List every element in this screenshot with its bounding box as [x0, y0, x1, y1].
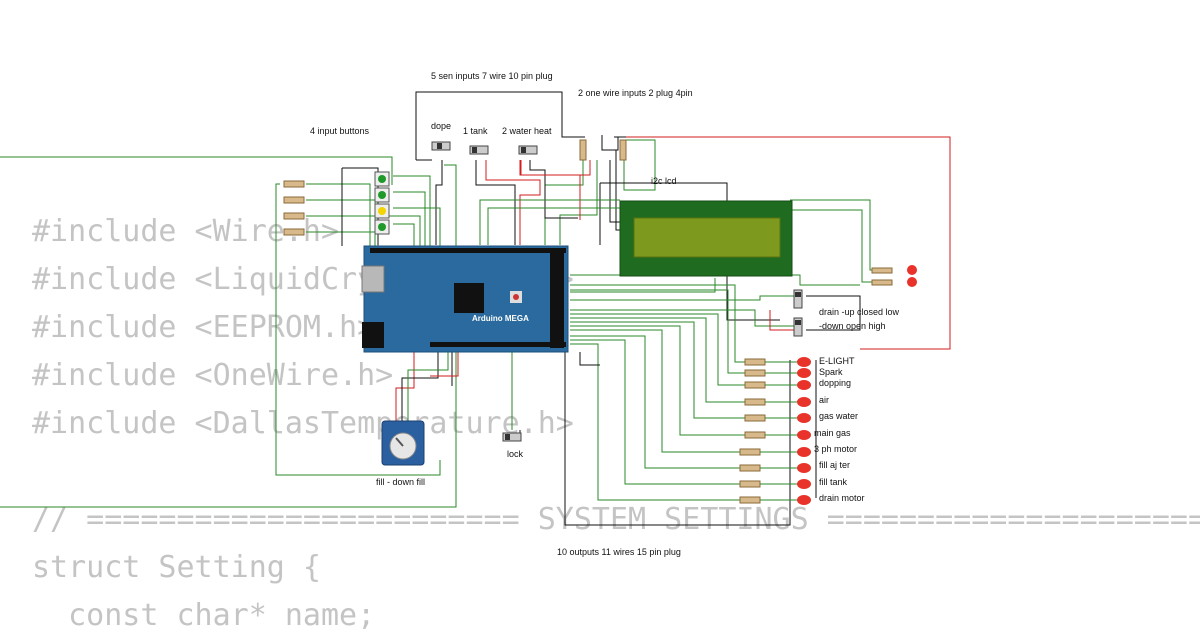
output-resistor [739, 448, 761, 456]
output-parts [739, 357, 811, 505]
code-line-3: #include <EEPROM.h> [32, 310, 376, 345]
code-line-4: #include <OneWire.h> [32, 358, 394, 393]
output-resistor [744, 414, 766, 422]
potentiometer [381, 420, 425, 466]
fill-down-label: fill - down fill [376, 477, 426, 487]
water-heat-label: 2 water heat [502, 126, 552, 136]
output-led [797, 368, 811, 378]
lcd-side-leds [871, 265, 917, 287]
power-jack [362, 322, 384, 348]
dope-label: dope [431, 121, 452, 131]
board-name-label: Arduino MEGA [472, 314, 529, 323]
output-label-spark: Spark [819, 367, 843, 377]
i2c-lcd-label: i2c lcd [651, 176, 677, 186]
output-resistor [744, 381, 766, 389]
input-buttons-label: 4 input buttons [310, 126, 370, 136]
output-resistor [739, 480, 761, 488]
lock-label: lock [507, 449, 524, 459]
output-resistor [739, 464, 761, 472]
output-resistor [744, 358, 766, 366]
output-label-dopping: dopping [819, 378, 852, 388]
slider-switches [431, 141, 803, 442]
output-led [797, 430, 811, 440]
output-label-fill-tank: fill tank [819, 477, 848, 487]
output-resistor [739, 496, 761, 504]
drain-down-label: -down open high [819, 321, 886, 331]
output-label-drain-motor: drain motor [819, 493, 865, 503]
code-line-7: struct Setting { [32, 550, 321, 585]
output-led [797, 357, 811, 367]
output-led [797, 463, 811, 473]
output-led [797, 380, 811, 390]
output-led [797, 479, 811, 489]
output-label-gas-water: gas water [819, 411, 859, 421]
tank-label: 1 tank [463, 126, 488, 136]
output-label-3ph-motor: 3 ph motor [814, 444, 858, 454]
output-label-e-light: E-LIGHT [819, 356, 855, 366]
output-resistor [744, 369, 766, 377]
outputs-plug-label: 10 outputs 11 wires 15 pin plug [557, 547, 681, 557]
output-led [797, 447, 811, 457]
lcd-screen [634, 218, 780, 257]
output-label-fill-ajter: fill aj ter [819, 460, 851, 470]
output-led [797, 397, 811, 407]
input-resistors [283, 180, 305, 236]
output-label-air: air [819, 395, 830, 405]
output-led [797, 495, 811, 505]
push-buttons [374, 171, 390, 235]
output-resistor [744, 431, 766, 439]
output-label-main-gas: main gas [814, 428, 851, 438]
output-resistor [744, 398, 766, 406]
lcd-screen-glass [633, 217, 781, 258]
code-line-8: const char* name; [32, 598, 376, 633]
drain-up-label: drain -up closed low [819, 307, 900, 317]
usb-port [361, 265, 385, 293]
one-wire-resistors [579, 139, 627, 161]
output-led [797, 413, 811, 423]
atmega-chip [454, 283, 484, 313]
sen-inputs-label: 5 sen inputs 7 wire 10 pin plug [431, 71, 553, 81]
code-line-6: // ======================== SYSTEM SETTI… [32, 502, 1200, 537]
one-wire-label: 2 one wire inputs 2 plug 4pin [578, 88, 693, 98]
